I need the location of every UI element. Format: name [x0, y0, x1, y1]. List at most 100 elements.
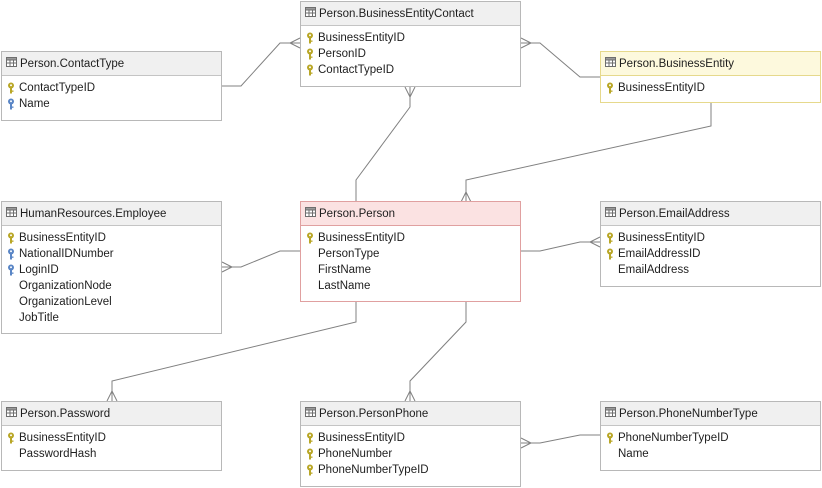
column-name: LoginID [19, 264, 59, 276]
column-name: Name [19, 98, 50, 110]
column-list: BusinessEntityID [601, 76, 820, 96]
column-list: ContactTypeID Name [2, 76, 221, 112]
crowfoot-end [520, 437, 533, 449]
table-header[interactable]: HumanResources.Employee [2, 202, 221, 226]
table-icon [305, 2, 316, 25]
crowfoot-end [404, 86, 416, 99]
column-list: PhoneNumberTypeID Name [601, 426, 820, 462]
relationship-businessentity-bec[interactable] [521, 42, 600, 78]
table-icon [605, 52, 616, 75]
table-header[interactable]: Person.BusinessEntityContact [301, 2, 520, 26]
table-name: Person.ContactType [20, 58, 125, 70]
table-header[interactable]: Person.PersonPhone [301, 402, 520, 426]
column-businessentityid[interactable]: BusinessEntityID [2, 430, 221, 446]
column-businessentityid[interactable]: BusinessEntityID [301, 430, 520, 446]
relationship-person-bec[interactable] [355, 87, 411, 202]
column-emailaddressid[interactable]: EmailAddressID [601, 246, 820, 262]
column-organizationnode[interactable]: OrganizationNode [2, 278, 221, 294]
crowfoot-end [520, 37, 533, 49]
column-name: PhoneNumberTypeID [618, 432, 729, 444]
primary-key-icon [605, 248, 615, 260]
relationship-businessentity-person[interactable] [465, 103, 712, 202]
column-name: BusinessEntityID [318, 432, 405, 444]
primary-key-icon [305, 232, 315, 244]
primary-key-icon [605, 82, 615, 94]
column-businessentityid[interactable]: BusinessEntityID [2, 230, 221, 246]
table-header[interactable]: Person.Person [301, 202, 520, 226]
primary-key-icon [6, 432, 16, 444]
table-icon [305, 402, 316, 425]
table-header[interactable]: Person.BusinessEntity [601, 52, 820, 76]
column-persontype[interactable]: PersonType [301, 246, 520, 262]
column-phonenumbertypeid[interactable]: PhoneNumberTypeID [601, 430, 820, 446]
table-icon [6, 402, 17, 425]
table-icon [6, 52, 17, 75]
column-name: OrganizationNode [19, 280, 112, 292]
column-phonenumbertypeid[interactable]: PhoneNumberTypeID [301, 462, 520, 478]
table-name: Person.Person [319, 208, 396, 220]
foreign-key-icon [6, 264, 16, 276]
column-name[interactable]: Name [2, 96, 221, 112]
primary-key-icon [605, 432, 615, 444]
column-nationalidnumber[interactable]: NationalIDNumber [2, 246, 221, 262]
column-businessentityid[interactable]: BusinessEntityID [301, 30, 520, 46]
column-firstname[interactable]: FirstName [301, 262, 520, 278]
relationship-phonetype-phone[interactable] [521, 434, 600, 444]
column-contacttypeid[interactable]: ContactTypeID [301, 62, 520, 78]
relationship-person-employee[interactable] [222, 250, 300, 268]
column-name: BusinessEntityID [19, 232, 106, 244]
column-name: ContactTypeID [19, 82, 96, 94]
table-icon [6, 202, 17, 225]
column-name: EmailAddressID [618, 248, 701, 260]
column-contacttypeid[interactable]: ContactTypeID [2, 80, 221, 96]
table-header[interactable]: Person.ContactType [2, 52, 221, 76]
crowfoot-end [106, 389, 118, 402]
column-personid[interactable]: PersonID [301, 46, 520, 62]
column-loginid[interactable]: LoginID [2, 262, 221, 278]
primary-key-icon [305, 432, 315, 444]
column-name: NationalIDNumber [19, 248, 114, 260]
column-name: BusinessEntityID [618, 82, 705, 94]
column-businessentityid[interactable]: BusinessEntityID [601, 230, 820, 246]
column-emailaddress[interactable]: EmailAddress [601, 262, 820, 278]
table-name: Person.EmailAddress [619, 208, 730, 220]
table-header[interactable]: Person.Password [2, 402, 221, 426]
crowfoot-end [588, 236, 601, 248]
column-businessentityid[interactable]: BusinessEntityID [601, 80, 820, 96]
column-businessentityid[interactable]: BusinessEntityID [301, 230, 520, 246]
column-lastname[interactable]: LastName [301, 278, 520, 294]
column-name: PasswordHash [19, 448, 97, 460]
primary-key-icon [6, 232, 16, 244]
table-header[interactable]: Person.PhoneNumberType [601, 402, 820, 426]
table-icon [605, 202, 616, 225]
column-phonenumber[interactable]: PhoneNumber [301, 446, 520, 462]
primary-key-icon [305, 464, 315, 476]
crowfoot-end [404, 389, 416, 402]
relationship-contacttype-bec[interactable] [222, 42, 300, 87]
relationship-person-phone[interactable] [409, 302, 467, 401]
column-name: LastName [318, 280, 371, 292]
column-organizationlevel[interactable]: OrganizationLevel [2, 294, 221, 310]
table-icon [605, 402, 616, 425]
table-header[interactable]: Person.EmailAddress [601, 202, 820, 226]
column-name: Name [618, 448, 649, 460]
column-jobtitle[interactable]: JobTitle [2, 310, 221, 326]
column-passwordhash[interactable]: PasswordHash [2, 446, 221, 462]
column-name: PhoneNumberTypeID [318, 464, 429, 476]
column-name[interactable]: Name [601, 446, 820, 462]
crowfoot-end [288, 37, 301, 49]
table-name: Person.Password [20, 408, 111, 420]
relationship-person-email[interactable] [521, 241, 600, 252]
column-name: EmailAddress [618, 264, 689, 276]
